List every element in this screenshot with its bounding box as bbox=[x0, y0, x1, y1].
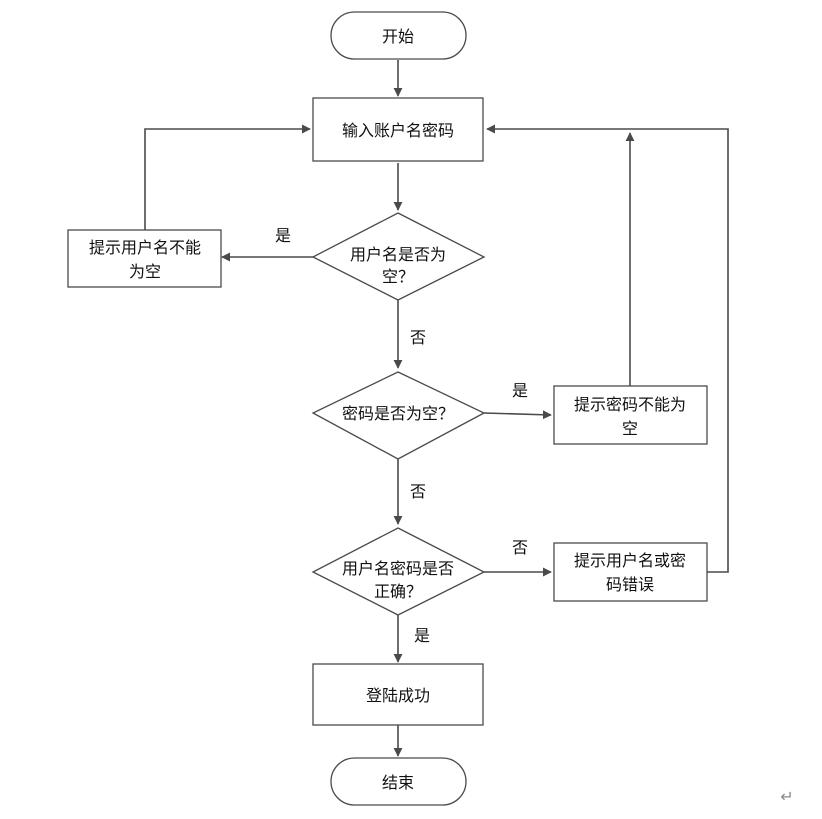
node-prompt-wrong: 提示用户名或密 码错误 bbox=[553, 542, 708, 602]
check-user-empty-line1: 用户名是否为 bbox=[350, 245, 446, 264]
edge-prompt-user-back-to-input bbox=[144, 124, 311, 230]
prompt-wrong-box bbox=[553, 542, 708, 602]
edge-prompt-wrong-back-to-input bbox=[486, 124, 729, 573]
prompt-user-empty-line1: 提示用户名不能 bbox=[89, 238, 201, 257]
node-input: 输入账户名密码 bbox=[312, 97, 484, 162]
input-process-box bbox=[312, 97, 484, 162]
prompt-pwd-empty-box bbox=[553, 385, 708, 445]
start-label: 开始 bbox=[382, 27, 414, 46]
prompt-user-empty-box bbox=[67, 229, 222, 288]
edge-label-user-empty-no: 否 bbox=[410, 328, 426, 347]
login-success-label: 登陆成功 bbox=[366, 686, 430, 705]
node-login-success: 登陆成功 bbox=[312, 663, 484, 726]
check-correct-line1: 用户名密码是否 bbox=[342, 559, 454, 578]
node-prompt-pwd-empty: 提示密码不能为 空 bbox=[553, 385, 708, 445]
node-start: 开始 bbox=[330, 11, 467, 60]
prompt-wrong-line1: 提示用户名或密 bbox=[574, 551, 686, 570]
node-check-correct: 用户名密码是否 正确？ bbox=[311, 527, 486, 616]
check-pwd-empty-label: 密码是否为空？ bbox=[342, 404, 454, 423]
input-label: 输入账户名密码 bbox=[342, 121, 454, 140]
edge-label-correct-yes: 是 bbox=[414, 626, 430, 645]
check-correct-diamond bbox=[311, 527, 486, 616]
check-user-empty-diamond bbox=[311, 212, 486, 301]
node-check-user-empty: 用户名是否为 空？ bbox=[311, 212, 486, 301]
paragraph-mark-icon: ↵ bbox=[780, 787, 793, 806]
prompt-pwd-empty-line2: 空 bbox=[622, 419, 638, 438]
prompt-user-empty-line2: 为空 bbox=[129, 262, 161, 281]
edge-label-user-empty-yes: 是 bbox=[275, 226, 291, 245]
check-pwd-empty-diamond bbox=[311, 371, 486, 460]
end-terminator bbox=[330, 757, 467, 806]
node-end: 结束 bbox=[330, 757, 467, 806]
edge-pwd-empty-yes bbox=[483, 410, 552, 420]
check-user-empty-line2: 空？ bbox=[382, 267, 414, 286]
edge-label-correct-no: 否 bbox=[512, 538, 528, 557]
login-success-box bbox=[312, 663, 484, 726]
node-prompt-user-empty: 提示用户名不能 为空 bbox=[67, 229, 222, 288]
prompt-wrong-line2: 码错误 bbox=[606, 575, 654, 594]
edge-label-pwd-empty-yes: 是 bbox=[512, 381, 528, 400]
start-terminator bbox=[330, 11, 467, 60]
end-label: 结束 bbox=[382, 773, 414, 792]
node-check-pwd-empty: 密码是否为空？ bbox=[311, 371, 486, 460]
check-correct-line2: 正确？ bbox=[374, 582, 422, 601]
edge-label-pwd-empty-no: 否 bbox=[410, 482, 426, 501]
prompt-pwd-empty-line1: 提示密码不能为 bbox=[574, 395, 686, 414]
